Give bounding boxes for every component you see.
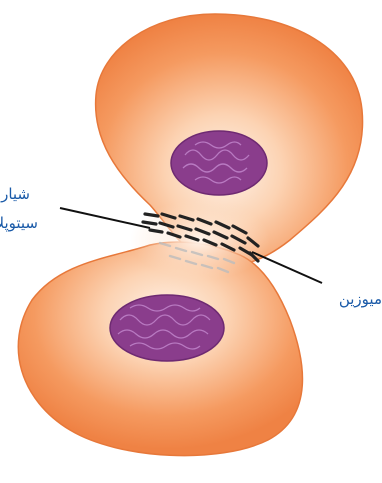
cleavage-furrow-label-line2: سیتوپلاسمی <box>0 214 38 232</box>
furrow-pointer-line <box>60 208 150 228</box>
cleavage-furrow-label-line1: شیار <box>0 185 30 203</box>
myosin-label: میوزین <box>339 290 382 308</box>
upper-nucleus <box>171 131 267 195</box>
lower-nucleus <box>110 295 224 361</box>
